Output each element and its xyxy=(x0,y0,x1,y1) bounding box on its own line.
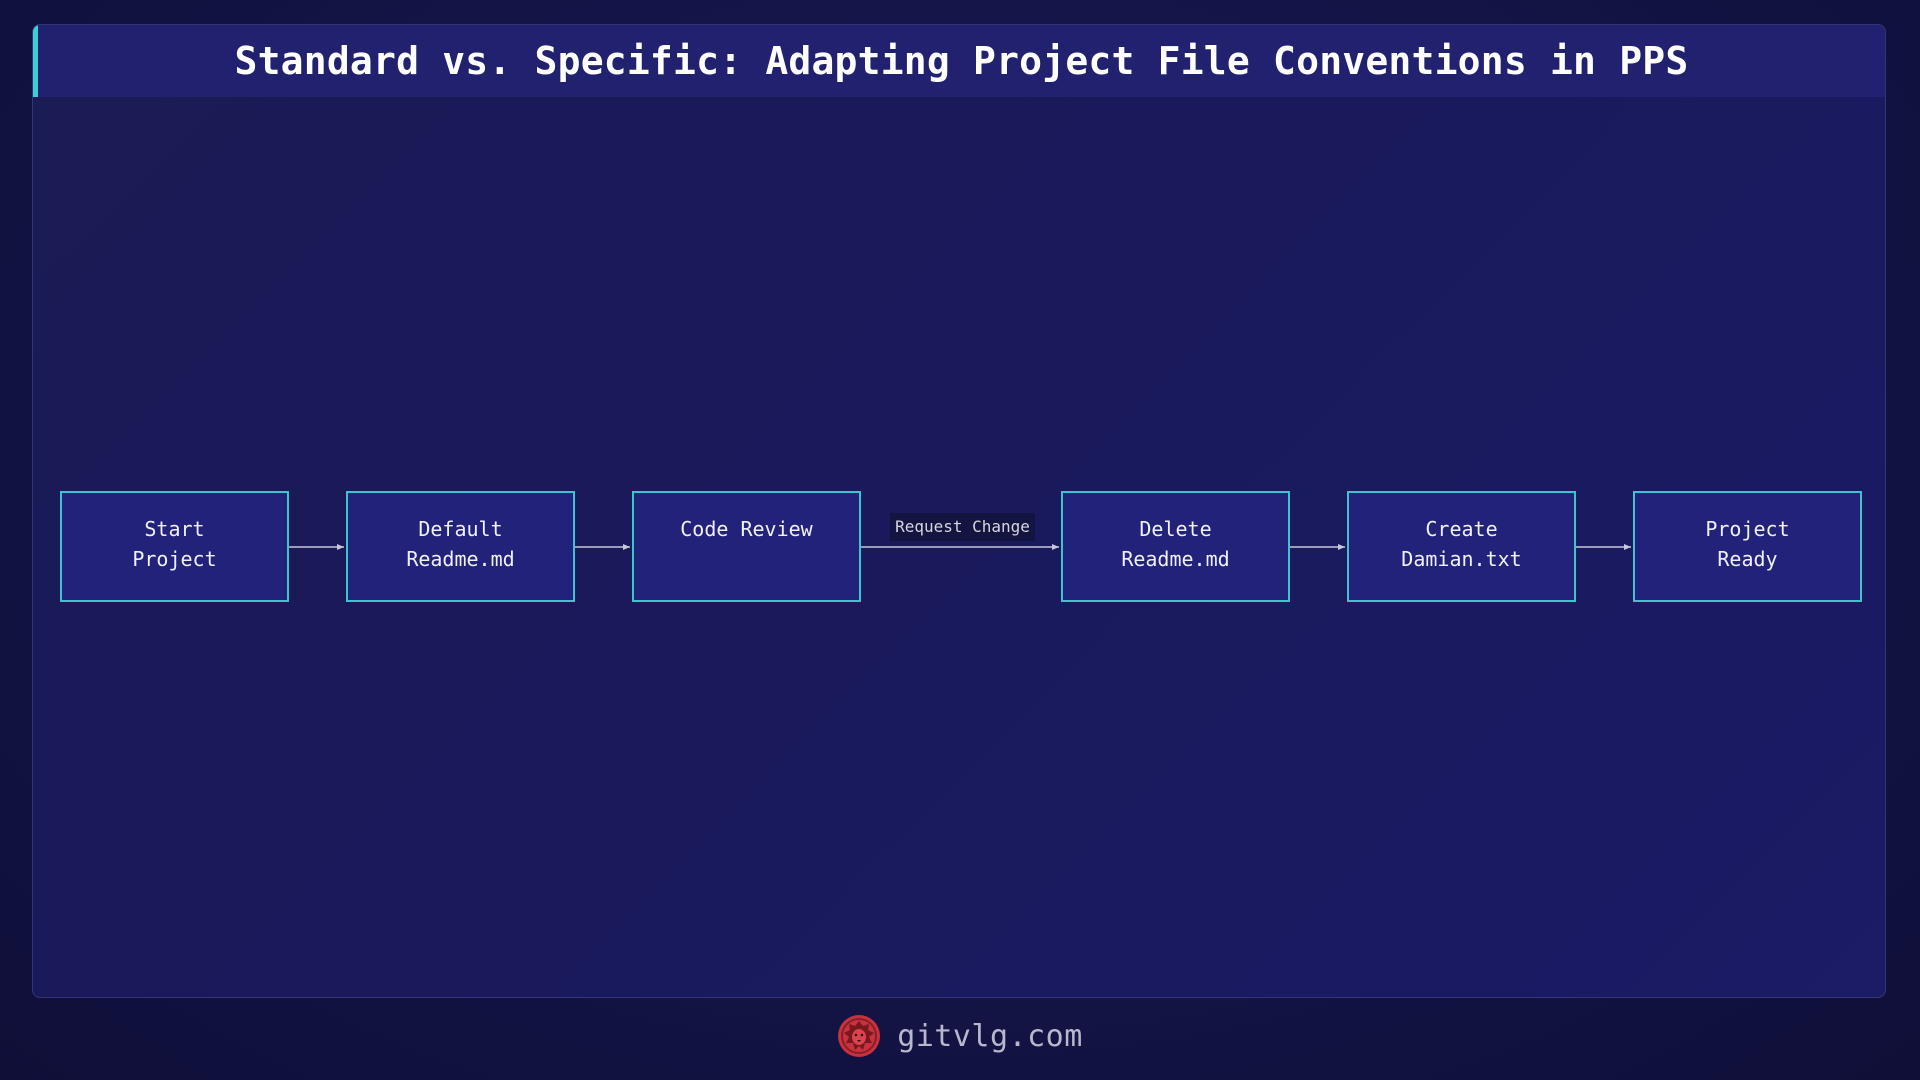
node-code-review: Code Review xyxy=(632,491,861,602)
node-label-line: Ready xyxy=(1717,547,1778,571)
node-default-readme: Default Readme.md xyxy=(346,491,575,602)
node-label-line: Create xyxy=(1425,517,1498,541)
node-label-line: Delete xyxy=(1139,517,1212,541)
node-label-line: Start xyxy=(144,517,205,541)
node-label-line: Damian.txt xyxy=(1401,547,1522,571)
lion-logo-icon xyxy=(838,1015,881,1057)
title-bar: Standard vs. Specific: Adapting Project … xyxy=(33,25,1885,97)
footer: gitvlg.com xyxy=(0,1008,1920,1064)
page-title: Standard vs. Specific: Adapting Project … xyxy=(234,39,1689,83)
node-label-line: Project xyxy=(132,547,217,571)
node-delete-readme: Delete Readme.md xyxy=(1061,491,1290,602)
node-start-project: Start Project xyxy=(60,491,289,602)
node-label-line: Project xyxy=(1705,517,1790,541)
node-label-line: Readme.md xyxy=(1121,547,1230,571)
node-create-damian: Create Damian.txt xyxy=(1347,491,1576,602)
node-label-line: Readme.md xyxy=(406,547,515,571)
footer-site-link[interactable]: gitvlg.com xyxy=(897,1018,1083,1054)
node-project-ready: Project Ready xyxy=(1633,491,1862,602)
node-label-line: Code Review xyxy=(680,517,813,541)
diagram-panel: Standard vs. Specific: Adapting Project … xyxy=(32,24,1886,998)
node-label-line: Default xyxy=(418,517,503,541)
flow-edges xyxy=(289,544,1631,550)
edge-label-request-change: Request Change xyxy=(890,513,1035,541)
